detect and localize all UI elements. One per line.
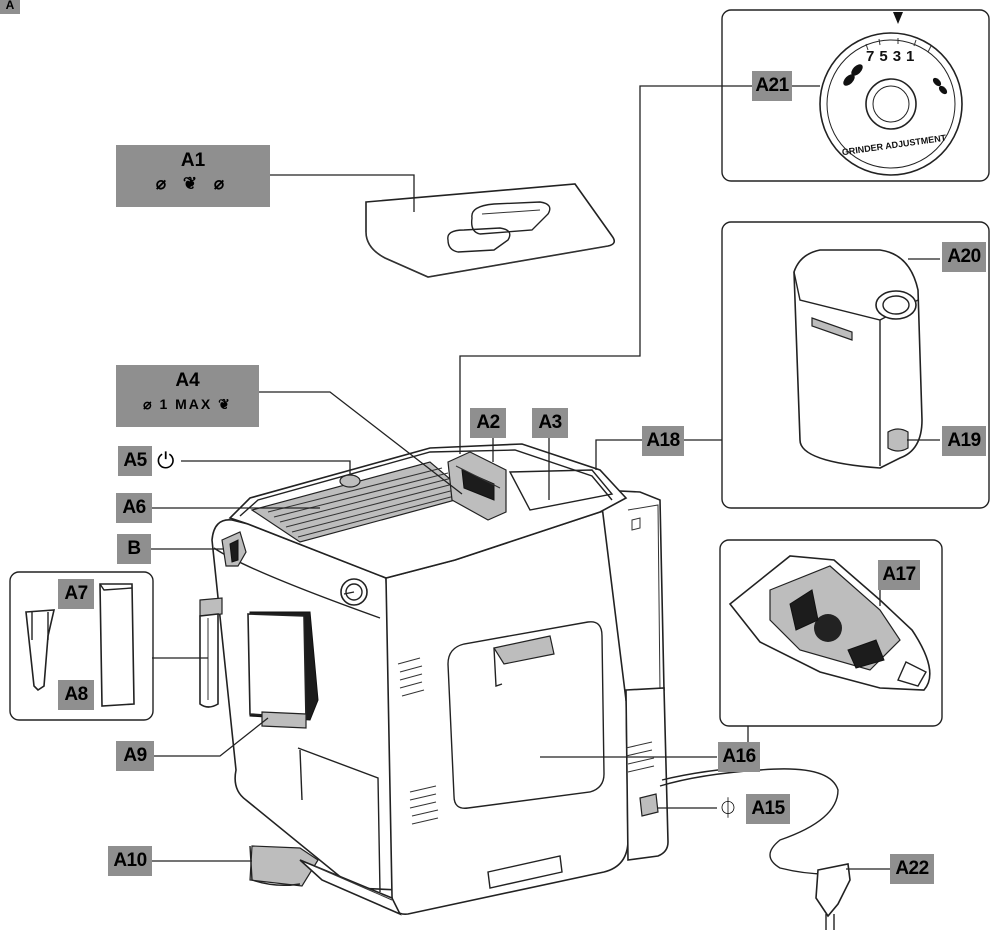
switch-symbol-icon: ⏀ (718, 798, 738, 820)
a4-panel-label: A4 ⌀ 1 MAX ❦ (116, 365, 259, 427)
label-a9: A9 (116, 741, 154, 771)
label-a21: A21 (752, 71, 792, 101)
label-a10: A10 (108, 846, 152, 876)
dial-number: 7 (866, 48, 880, 65)
dial-number: 1 (906, 48, 920, 65)
water-tank (793, 249, 923, 469)
label-a20: A20 (942, 242, 986, 272)
dial-numbers: 7531 (866, 48, 919, 65)
bean-icons: ⌀ ❦ ⌀ (155, 174, 231, 193)
label-a6: A6 (116, 493, 152, 523)
label-a17: A17 (878, 560, 920, 590)
label-a5: A5 (118, 446, 152, 476)
machine-body (199, 443, 851, 930)
grinder-dial (819, 12, 963, 176)
a1-panel-label: A1 ⌀ ❦ ⌀ (116, 145, 270, 207)
bean-container-lid (365, 183, 616, 278)
no-scoop-icon: ⌀ (143, 396, 154, 412)
label-a4: A4 (175, 370, 200, 391)
a7-inset-box (9, 571, 154, 721)
ground-coffee-icons: ⌀ 1 MAX ❦ (116, 393, 259, 415)
label-a7: A7 (58, 579, 94, 609)
label-a22: A22 (890, 854, 934, 884)
label-a16: A16 (718, 742, 760, 772)
label-a3: A3 (532, 408, 568, 438)
dial-number: 3 (892, 48, 907, 65)
label-a15: A15 (746, 794, 790, 824)
a17-inset-box (719, 539, 943, 727)
water-filter (25, 583, 135, 707)
scoop-max-text: 1 MAX (159, 396, 213, 412)
figure-corner-tag: A (0, 0, 20, 14)
label-a19: A19 (942, 426, 986, 456)
power-symbol-icon: ⏻ (157, 448, 175, 473)
label-b: B (117, 534, 151, 564)
a21-inset-box (721, 9, 990, 182)
dial-number: 5 (879, 48, 893, 65)
label-a1: A1 (180, 150, 206, 171)
no-bean-icon: ❦ (218, 396, 232, 412)
label-a8: A8 (58, 680, 94, 710)
label-a2: A2 (470, 408, 506, 438)
machine-underside (728, 555, 931, 691)
label-a18: A18 (642, 426, 684, 456)
a20-inset-box (721, 221, 990, 509)
